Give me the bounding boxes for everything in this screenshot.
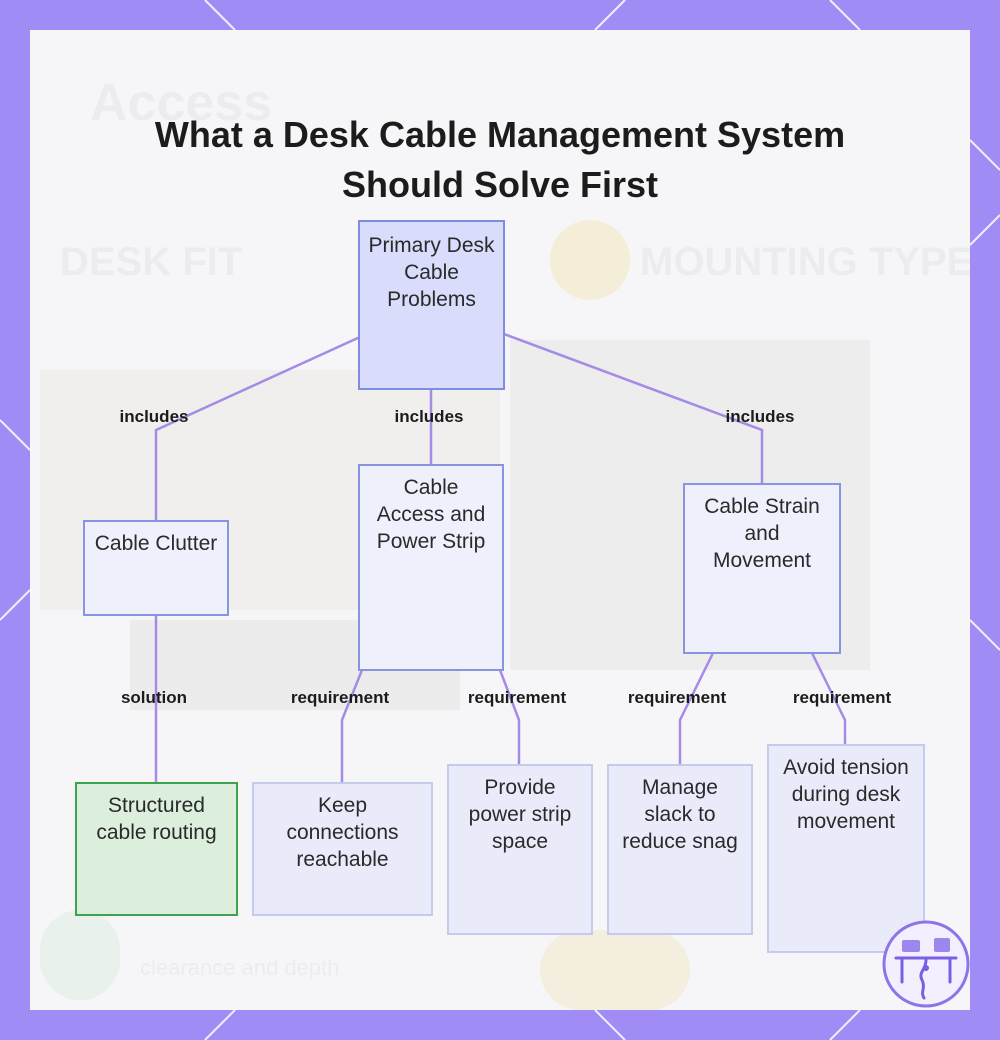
node-cable-access-label: Cable Access and Power Strip bbox=[376, 476, 486, 553]
ghost-word-access: Access bbox=[90, 74, 272, 132]
edge-access-reachable bbox=[340, 668, 364, 784]
ghost-word-desk-fit: DESK FIT bbox=[60, 240, 242, 284]
edge-root-clutter bbox=[154, 335, 362, 522]
node-manage-slack-label: Manage slack to reduce snag bbox=[622, 776, 738, 853]
edge-label-requirement-2: requirement bbox=[467, 688, 567, 707]
content-panel: Access DESK FIT MOUNTING TYPE clearance … bbox=[30, 30, 970, 1010]
edge-root-strain bbox=[502, 332, 764, 485]
node-power-strip-space-label: Provide power strip space bbox=[468, 776, 572, 853]
diagram-title-line-2: Should Solve First bbox=[341, 164, 659, 205]
edge-strain-slack bbox=[678, 651, 715, 766]
edge-label-solution: solution bbox=[120, 688, 188, 707]
edge-label-includes-center: includes bbox=[394, 407, 464, 426]
edge-access-strip bbox=[498, 668, 521, 766]
node-keep-reachable: Keep connections reachable bbox=[252, 782, 433, 916]
edge-label-includes-right: includes bbox=[725, 407, 795, 426]
edge-label-requirement-1: requirement bbox=[290, 688, 390, 707]
node-manage-slack: Manage slack to reduce snag bbox=[607, 764, 753, 935]
node-primary-problems: Primary Desk Cable Problems bbox=[358, 220, 505, 390]
node-primary-problems-label: Primary Desk Cable Problems bbox=[368, 234, 495, 311]
node-keep-reachable-label: Keep connections reachable bbox=[286, 794, 399, 871]
node-avoid-tension: Avoid tension during desk movement bbox=[767, 744, 925, 953]
desk-cable-logo-icon bbox=[882, 920, 970, 1008]
edge-label-requirement-4: requirement bbox=[792, 688, 892, 707]
edge-strain-tension bbox=[810, 651, 847, 746]
node-cable-clutter-label: Cable Clutter bbox=[94, 532, 218, 555]
node-structured-routing-label: Structured cable routing bbox=[96, 794, 217, 844]
ghost-word-mounting-type: MOUNTING TYPE bbox=[640, 240, 970, 284]
node-cable-strain-label: Cable Strain and Movement bbox=[704, 495, 820, 572]
ghost-word-clearance: clearance and depth bbox=[140, 955, 339, 980]
connector-lines bbox=[154, 332, 847, 784]
node-power-strip-space: Provide power strip space bbox=[447, 764, 593, 935]
node-structured-routing: Structured cable routing bbox=[75, 782, 238, 916]
node-avoid-tension-label: Avoid tension during desk movement bbox=[783, 756, 909, 833]
node-cable-access: Cable Access and Power Strip bbox=[358, 464, 504, 671]
node-cable-clutter: Cable Clutter bbox=[83, 520, 229, 616]
node-cable-strain: Cable Strain and Movement bbox=[683, 483, 841, 654]
edge-label-includes-left: includes bbox=[119, 407, 189, 426]
diagram-title-line-1: What a Desk Cable Management System bbox=[154, 114, 846, 155]
edge-label-requirement-3: requirement bbox=[627, 688, 727, 707]
